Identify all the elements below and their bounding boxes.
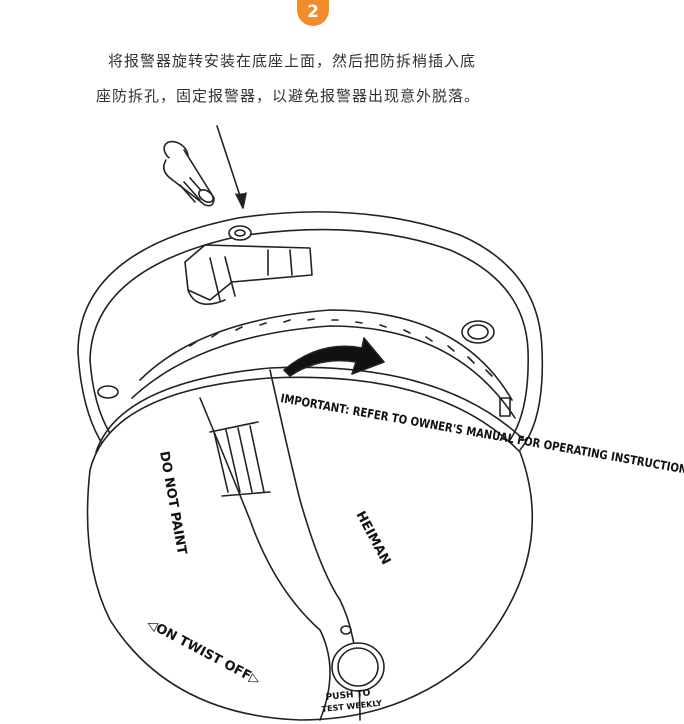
detector-body [86,309,534,721]
insert-arrow-icon [216,125,247,209]
test-label-line-1: PUSH TO [325,688,371,703]
instruction-text: 将报警器旋转安装在底座上面，然后把防拆梢插入底 座防拆孔，固定报警器，以避免报警… [96,44,596,114]
smoke-detector-illustration: HEIMAN IMPORTANT: REFER TO OWNER'S MANUA… [77,125,684,721]
instruction-line-2: 座防拆孔，固定报警器，以避免报警器出现意外脱落。 [96,87,481,105]
instruction-line-1: 将报警器旋转安装在底座上面，然后把防拆梢插入底 [108,52,477,70]
step-number-badge: 2 [297,0,329,26]
mounting-base [77,211,544,456]
tamper-pin-icon [162,140,215,207]
